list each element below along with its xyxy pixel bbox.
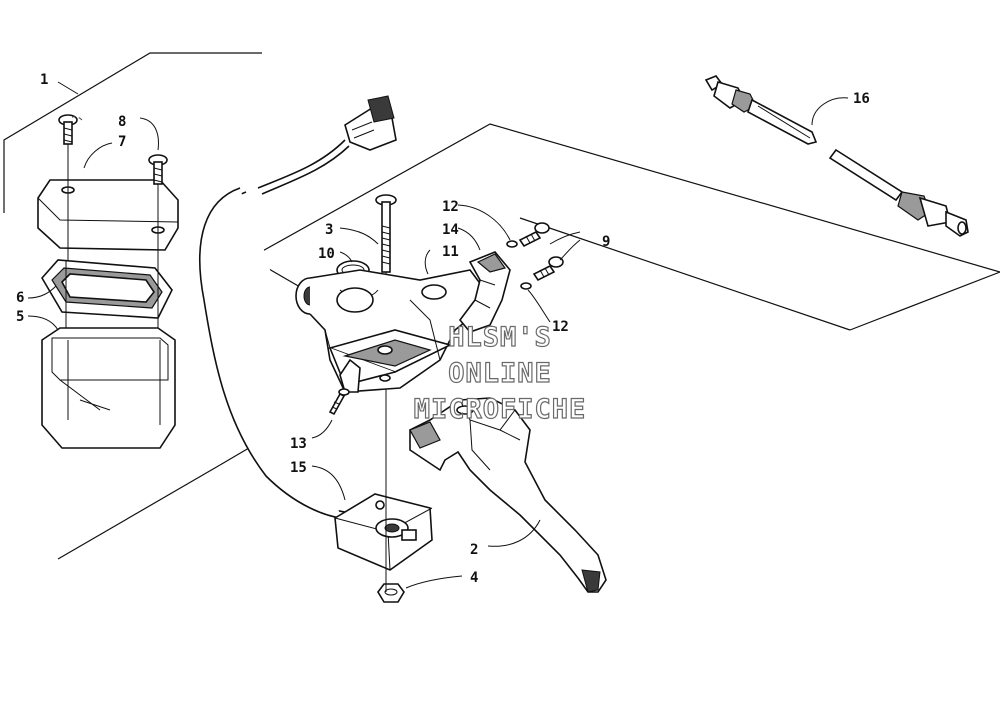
watermark-line-1: HLSM'S [448, 322, 552, 353]
callout-5: 5 [16, 309, 24, 325]
callout-6: 6 [16, 290, 24, 306]
handlebar-clamp [458, 251, 511, 333]
callout-3: 3 [325, 222, 333, 238]
watermark: HLSM'S ONLINE MICROFICHE [413, 321, 587, 425]
watermark-line-2: ONLINE [448, 358, 552, 389]
callout-10: 10 [318, 246, 335, 262]
pivot-screw [328, 388, 350, 416]
clamp-bolts [518, 222, 564, 282]
cover-screws [58, 114, 168, 185]
callout-16: 16 [853, 91, 870, 107]
frame-lines [3, 52, 1000, 560]
callout-12-top: 12 [442, 199, 459, 215]
callout-1: 1 [40, 72, 48, 88]
callouts: 1 2 3 4 5 6 7 8 9 10 11 12 12 13 14 15 1… [16, 72, 870, 586]
callout-2: 2 [470, 542, 478, 558]
callout-12-bottom: 12 [552, 319, 569, 335]
watermark-line-3: MICROFICHE [414, 394, 587, 425]
callout-13: 13 [290, 436, 307, 452]
callout-14: 14 [442, 222, 459, 238]
washers [506, 240, 532, 290]
callout-8: 8 [118, 114, 126, 130]
switch-wire [198, 95, 397, 519]
reservoir-diaphragm [41, 259, 173, 328]
brake-hose [704, 75, 969, 237]
leader-lines [27, 81, 849, 589]
reservoir-cover [37, 140, 179, 270]
callout-7: 7 [118, 134, 126, 150]
master-cylinder-housing [295, 269, 486, 393]
nut [377, 583, 405, 603]
brake-switch [334, 493, 433, 571]
reservoir-body [41, 327, 176, 449]
callout-9: 9 [602, 234, 610, 250]
callout-15: 15 [290, 460, 307, 476]
callout-4: 4 [470, 570, 478, 586]
callout-11: 11 [442, 244, 459, 260]
brake-lever [409, 397, 607, 593]
